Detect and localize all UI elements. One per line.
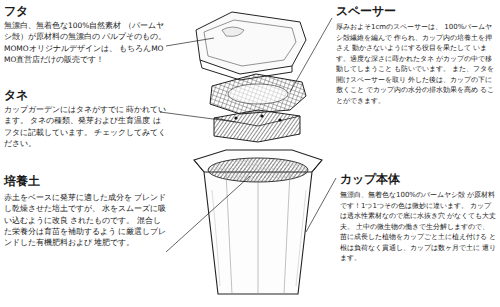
part-heading: スペーサー: [336, 4, 396, 18]
lid-drawing: [196, 12, 306, 80]
seed-soil-drawing: [214, 110, 300, 142]
part-description: 無漂白、無着色な100%のパームヤシ殻 が原材料です！1つ1つその色は微妙に違い…: [340, 190, 497, 264]
part-heading: タネ: [4, 88, 28, 102]
spacer-drawing: [210, 74, 306, 114]
part-description: 無漂白、無着色な100%自然素材 （パームヤシ殻）が原材料の無漂白の パルプその…: [4, 20, 168, 65]
cup-drawing: [194, 150, 322, 294]
part-heading: フタ: [4, 4, 28, 18]
leader-lines: [160, 18, 336, 252]
part-heading: 培養土: [4, 174, 40, 188]
part-description: 赤土をベースに発芽に適した成分を ブレンドし乾燥させた培土ですが、 水をスムーズ…: [4, 192, 168, 248]
part-description: 厚みおよそ1cmのスペーサーは、 100%パームヤシ殻繊維を編んで 作られ、カッ…: [336, 22, 496, 106]
part-description: カップガーデンにはタネがすでに 蒔かれています。 タネの種類、発芽および生育温度…: [4, 104, 168, 149]
part-heading: カップ本体: [340, 172, 400, 186]
